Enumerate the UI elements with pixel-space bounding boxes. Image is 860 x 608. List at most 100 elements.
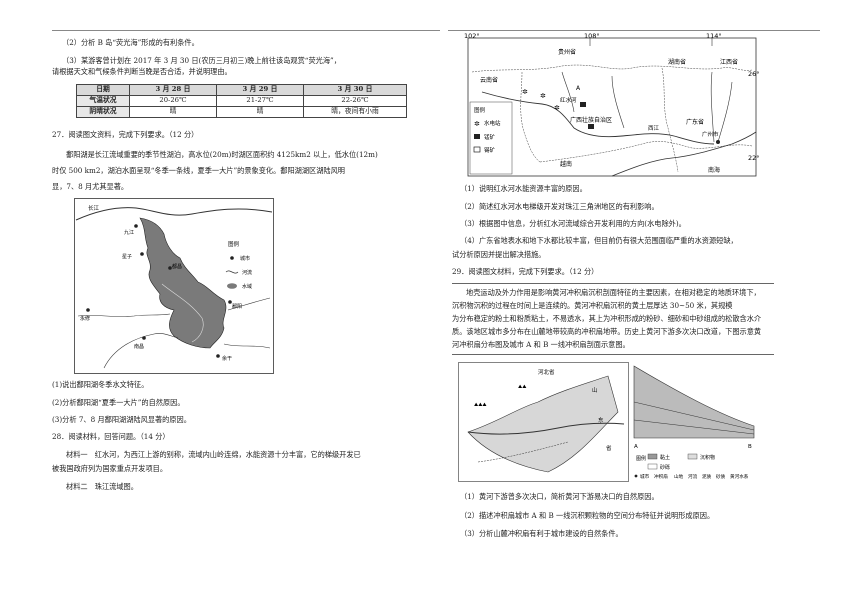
q29-part3: （3）分析山麓冲积扇有利于城市建设的自然条件。 bbox=[460, 529, 623, 538]
legend-label: 锰矿 bbox=[484, 133, 496, 141]
legend-title: 图例 bbox=[474, 106, 486, 114]
profile-label: B bbox=[748, 444, 752, 450]
table-cell: 晴 bbox=[216, 105, 304, 118]
q28-part3: （3）根据图中信息，分析红水河流域综合开发利用的方向(水电除外)。 bbox=[460, 219, 686, 228]
mountain-icon: ⛰⛰⛰ bbox=[474, 402, 487, 408]
legend-label: 水域 bbox=[242, 283, 252, 290]
q27-part1: (1)说出鄱阳湖冬季水文特征。 bbox=[52, 380, 149, 389]
table-cell: 22-26℃ bbox=[303, 94, 407, 107]
q29-material-box bbox=[452, 283, 774, 355]
q29-text: 河冲积扇分布图及城市 A 和 B 一线冲积扇剖面示意图。 bbox=[452, 340, 630, 349]
q28-material1: 材料一 红水河，为西江上游的别称，流域内山岭连绵，水能资源十分丰富，它的梯级开发… bbox=[66, 450, 361, 459]
region-label: 河北省 bbox=[538, 368, 555, 376]
legend-label: 城市 bbox=[240, 255, 250, 262]
poyang-lake-map: 长江 九江 星子 都昌 鄱阳 永修 南昌 余干 图例 城市 河流 水域 bbox=[74, 198, 274, 374]
city-label: 南昌 bbox=[134, 343, 144, 350]
lon-label: 102° bbox=[464, 32, 480, 40]
region-label: 广西壮族自治区 bbox=[570, 116, 612, 124]
hydro-station-icon: ✲ bbox=[540, 92, 546, 100]
legend-label: 河流 bbox=[688, 473, 698, 480]
q29-part1: （1）黄河下游曾多次决口，简析黄河下游易决口的自然原因。 bbox=[460, 492, 659, 501]
q28-part1: （1）说明红水河水能资源丰富的原因。 bbox=[460, 184, 587, 193]
q27-title: 27．阅读图文资料，完成下列要求。（12 分） bbox=[52, 130, 199, 139]
city-label: 九江 bbox=[124, 229, 134, 236]
river-label: 红水河 bbox=[560, 96, 577, 104]
region-label: 湖南省 bbox=[668, 58, 686, 66]
legend-label: 城市 bbox=[640, 473, 650, 480]
q28-title: 28．阅读材料，回答问题。（14 分） bbox=[52, 432, 170, 441]
legend-label: 沉积物 bbox=[700, 454, 715, 461]
manganese-mine-icon bbox=[580, 102, 586, 107]
q28-part2: （2）简述红水河水电梯级开发对珠江三角洲地区的有利影响。 bbox=[460, 202, 659, 211]
q29-text: 地壳运动及外力作用是影响黄河冲积扇沉积剖面特征的主要因素，在相对稳定的地质环境下… bbox=[466, 288, 761, 297]
legend-label: 锡矿 bbox=[484, 146, 496, 154]
hydro-station-icon: ✲ bbox=[522, 88, 528, 96]
legend-label: 水电站 bbox=[484, 119, 501, 127]
top-rule-right bbox=[448, 30, 820, 31]
hydro-station-icon: ✲ bbox=[554, 104, 560, 112]
q29-part2: （2）描述冲积扇城市 A 和 B 一线沉积颗粒物的空间分布特征并说明形成原因。 bbox=[460, 511, 715, 520]
profile-label: A bbox=[634, 444, 638, 450]
q27-part2: (2)分析鄱阳湖“夏季一大片”的自然原因。 bbox=[52, 398, 185, 407]
city-label: 都昌 bbox=[172, 264, 182, 270]
table-cell: 气温状况 bbox=[76, 94, 130, 107]
q28-part4: （4）广东省地表水和地下水都比较丰富，但目前仍有很大范围面临严重的水资源短缺， bbox=[460, 236, 738, 245]
table-cell: 阴晴状况 bbox=[76, 105, 130, 118]
q26-part2: （2）分析 B 岛“荧光海”形成的有利条件。 bbox=[62, 38, 199, 47]
legend-label: 泥质 bbox=[702, 473, 712, 480]
region-label: 省 bbox=[606, 444, 612, 452]
region-label: 越南 bbox=[560, 160, 572, 168]
city-label: 星子 bbox=[122, 253, 132, 260]
q29-text: 质。该地区城市多分布在山麓地带较高的冲积扇地带。历史上黄河下游多次决口改道，下图… bbox=[452, 327, 762, 336]
table-cell: 21-27℃ bbox=[216, 94, 304, 107]
table-header: 3 月 30 日 bbox=[303, 84, 407, 96]
river-label: 西江 bbox=[648, 125, 660, 132]
legend-label: 黄河水系 bbox=[730, 473, 749, 480]
city-label: 广州市 bbox=[702, 130, 719, 138]
q28-material2: 材料二 珠江流域图。 bbox=[66, 482, 138, 491]
q27-text: 显，7、8 月尤其显著。 bbox=[52, 182, 129, 191]
pearl-river-map: 102° 108° 114° 26° 22° 贵州省 湖南省 江西省 云南省 广… bbox=[464, 32, 760, 177]
manganese-mine-icon bbox=[588, 124, 594, 129]
point-label: A bbox=[576, 85, 581, 92]
lon-label: 114° bbox=[706, 32, 722, 40]
table-cell: 晴，夜间有小雨 bbox=[303, 105, 407, 118]
mountain-icon: ⛰⛰ bbox=[518, 384, 527, 390]
q29-text: 为分布稳定的粉土和粉质粘土，不易透水，其上为冲积形成的粉砂、细砂和中砂组成的松散… bbox=[452, 314, 762, 323]
manganese-mine-icon bbox=[474, 134, 480, 139]
alluvial-fan-map: ⛰⛰ ⛰⛰⛰ 河北省 山 东 省 A B 图例 黏土 沉积物 砂砾 城市 冲积扇… bbox=[458, 362, 755, 482]
top-rule-left bbox=[52, 30, 440, 31]
q28-part4-cont: 试分析原因并提出解决措施。 bbox=[452, 250, 546, 259]
q27-text: 鄱阳湖是长江流域重要的季节性湖泊，高水位(20m)时湖区面积约 4125km2 … bbox=[66, 150, 378, 159]
region-label: 广东省 bbox=[686, 118, 704, 126]
legend-label: 冲积扇 bbox=[654, 473, 668, 480]
q26-part3-line2: 请根据天文和气候条件判断当晚是否合适，并说明理由。 bbox=[52, 67, 232, 76]
weather-table: 日期 3 月 28 日 3 月 29 日 3 月 30 日 气温状况 20-26… bbox=[76, 84, 407, 118]
q29-title: 29．阅读图文材料，完成下列要求。（12 分） bbox=[452, 267, 599, 276]
river-label: 长江 bbox=[88, 204, 100, 212]
region-label: 南海 bbox=[708, 166, 720, 174]
region-label: 云南省 bbox=[480, 76, 498, 84]
lon-label: 108° bbox=[584, 32, 600, 40]
table-header: 日期 bbox=[76, 84, 130, 96]
region-label: 东 bbox=[598, 416, 604, 424]
legend-label: 砂质 bbox=[716, 473, 726, 480]
q27-text: 时仅 500 km2，湖泊水面呈现“冬季一条线，夏季一大片”的景象变化。鄱阳湖湖… bbox=[52, 166, 345, 175]
region-label: 贵州省 bbox=[558, 48, 576, 56]
city-label: 鄱阳 bbox=[232, 303, 242, 310]
q26-part3-line1: （3）某游客曾计划在 2017 年 3 月 30 日(农历三月初三)晚上前往该岛… bbox=[62, 56, 341, 65]
legend-title: 图例 bbox=[636, 455, 646, 462]
table-cell: 晴 bbox=[129, 105, 217, 118]
city-label: 余干 bbox=[222, 355, 232, 362]
tin-mine-icon bbox=[473, 146, 481, 153]
table-header: 3 月 29 日 bbox=[216, 84, 304, 96]
lat-label: 22° bbox=[748, 154, 760, 162]
legend-label: 山地 bbox=[674, 473, 684, 480]
q28-material1-cont: 被我国政府列为国家重点开发项目。 bbox=[52, 464, 168, 473]
legend-label: 砂砾 bbox=[660, 464, 670, 471]
lat-label: 26° bbox=[748, 70, 760, 78]
table-cell: 20-26℃ bbox=[129, 94, 217, 107]
q29-text: 沉积物沉积的过程在时间上是连续的。黄河冲积扇沉积的黄土层厚达 30~50 米，其… bbox=[452, 301, 733, 310]
hydro-station-icon: ✲ bbox=[474, 120, 480, 128]
q27-part3: (3)分析 7、8 月鄱阳湖湖陆风显著的原因。 bbox=[52, 415, 191, 424]
